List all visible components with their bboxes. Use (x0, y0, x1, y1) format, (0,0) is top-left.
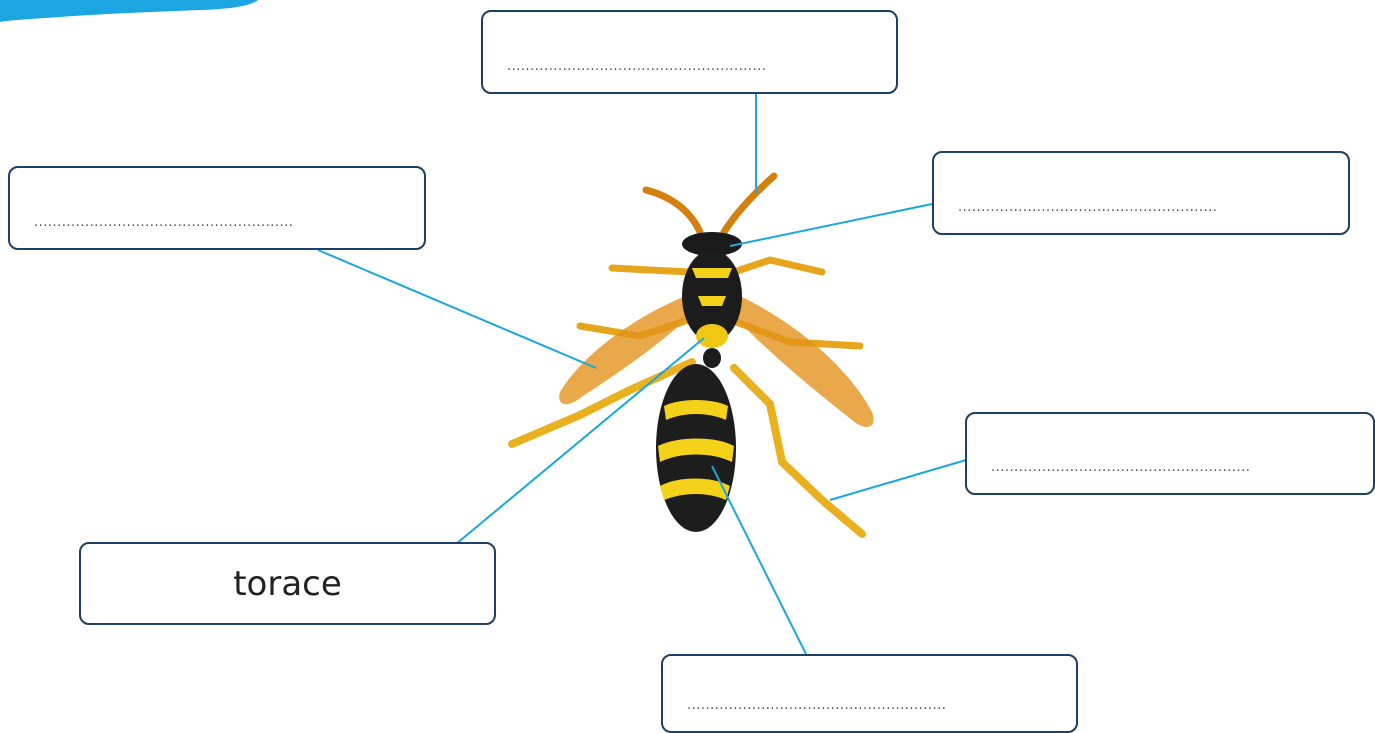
label-box-addome[interactable]: ........................................… (661, 654, 1078, 733)
label-box-torace: torace (79, 542, 496, 625)
brush-stroke-decoration (0, 0, 258, 22)
leader-line-zampe (829, 459, 967, 501)
label-box-ali[interactable]: ........................................… (8, 166, 426, 250)
leader-line-torace (455, 337, 705, 545)
fill-in-blank[interactable]: ........................................… (687, 698, 947, 713)
fill-in-blank[interactable]: ........................................… (991, 460, 1251, 475)
label-text-torace: torace (233, 563, 342, 604)
fill-in-blank[interactable]: ........................................… (507, 59, 767, 74)
fill-in-blank[interactable]: ........................................… (958, 200, 1218, 215)
leader-line-ali (317, 249, 597, 369)
label-box-antenne[interactable]: ........................................… (481, 10, 898, 94)
leader-line-addome (711, 465, 807, 655)
label-box-zampe[interactable]: ........................................… (965, 412, 1375, 495)
fill-in-blank[interactable]: ........................................… (34, 215, 294, 230)
label-box-testa[interactable]: ........................................… (932, 151, 1350, 235)
leader-line-testa (729, 203, 933, 247)
